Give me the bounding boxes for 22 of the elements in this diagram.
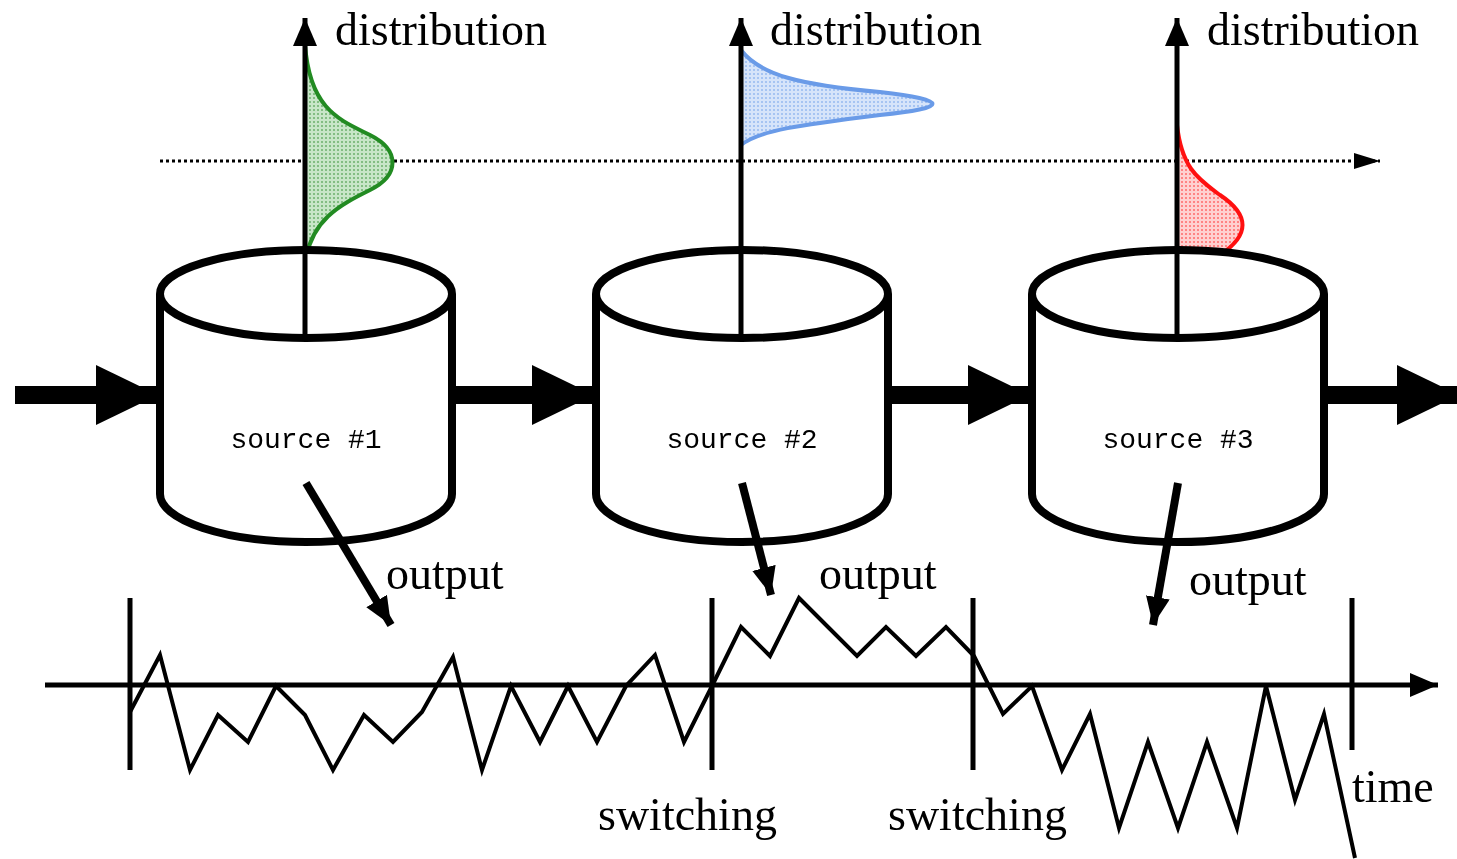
text-label: switching <box>888 790 1067 840</box>
node-text: source #3 <box>1101 424 1255 458</box>
arrow <box>456 365 594 425</box>
arrow <box>1328 365 1457 425</box>
cylinder-node <box>592 246 892 546</box>
node-text: source #2 <box>665 424 819 458</box>
text-label: switching <box>598 790 777 840</box>
edge-label: output <box>819 549 937 599</box>
edge-label: output <box>1189 555 1307 605</box>
text-label: time <box>1352 762 1434 812</box>
text-label: distribution <box>335 5 548 55</box>
cylinder-node <box>156 246 456 546</box>
text-label: distribution <box>1207 5 1420 55</box>
cylinder-node <box>1028 246 1328 546</box>
arrow <box>15 365 158 425</box>
arrow <box>738 482 776 596</box>
arrow <box>1146 482 1182 626</box>
text-label: distribution <box>770 5 983 55</box>
edge-label: output <box>386 549 504 599</box>
arrow <box>302 480 395 628</box>
node-text: source #1 <box>229 424 383 458</box>
arrow <box>892 365 1030 425</box>
